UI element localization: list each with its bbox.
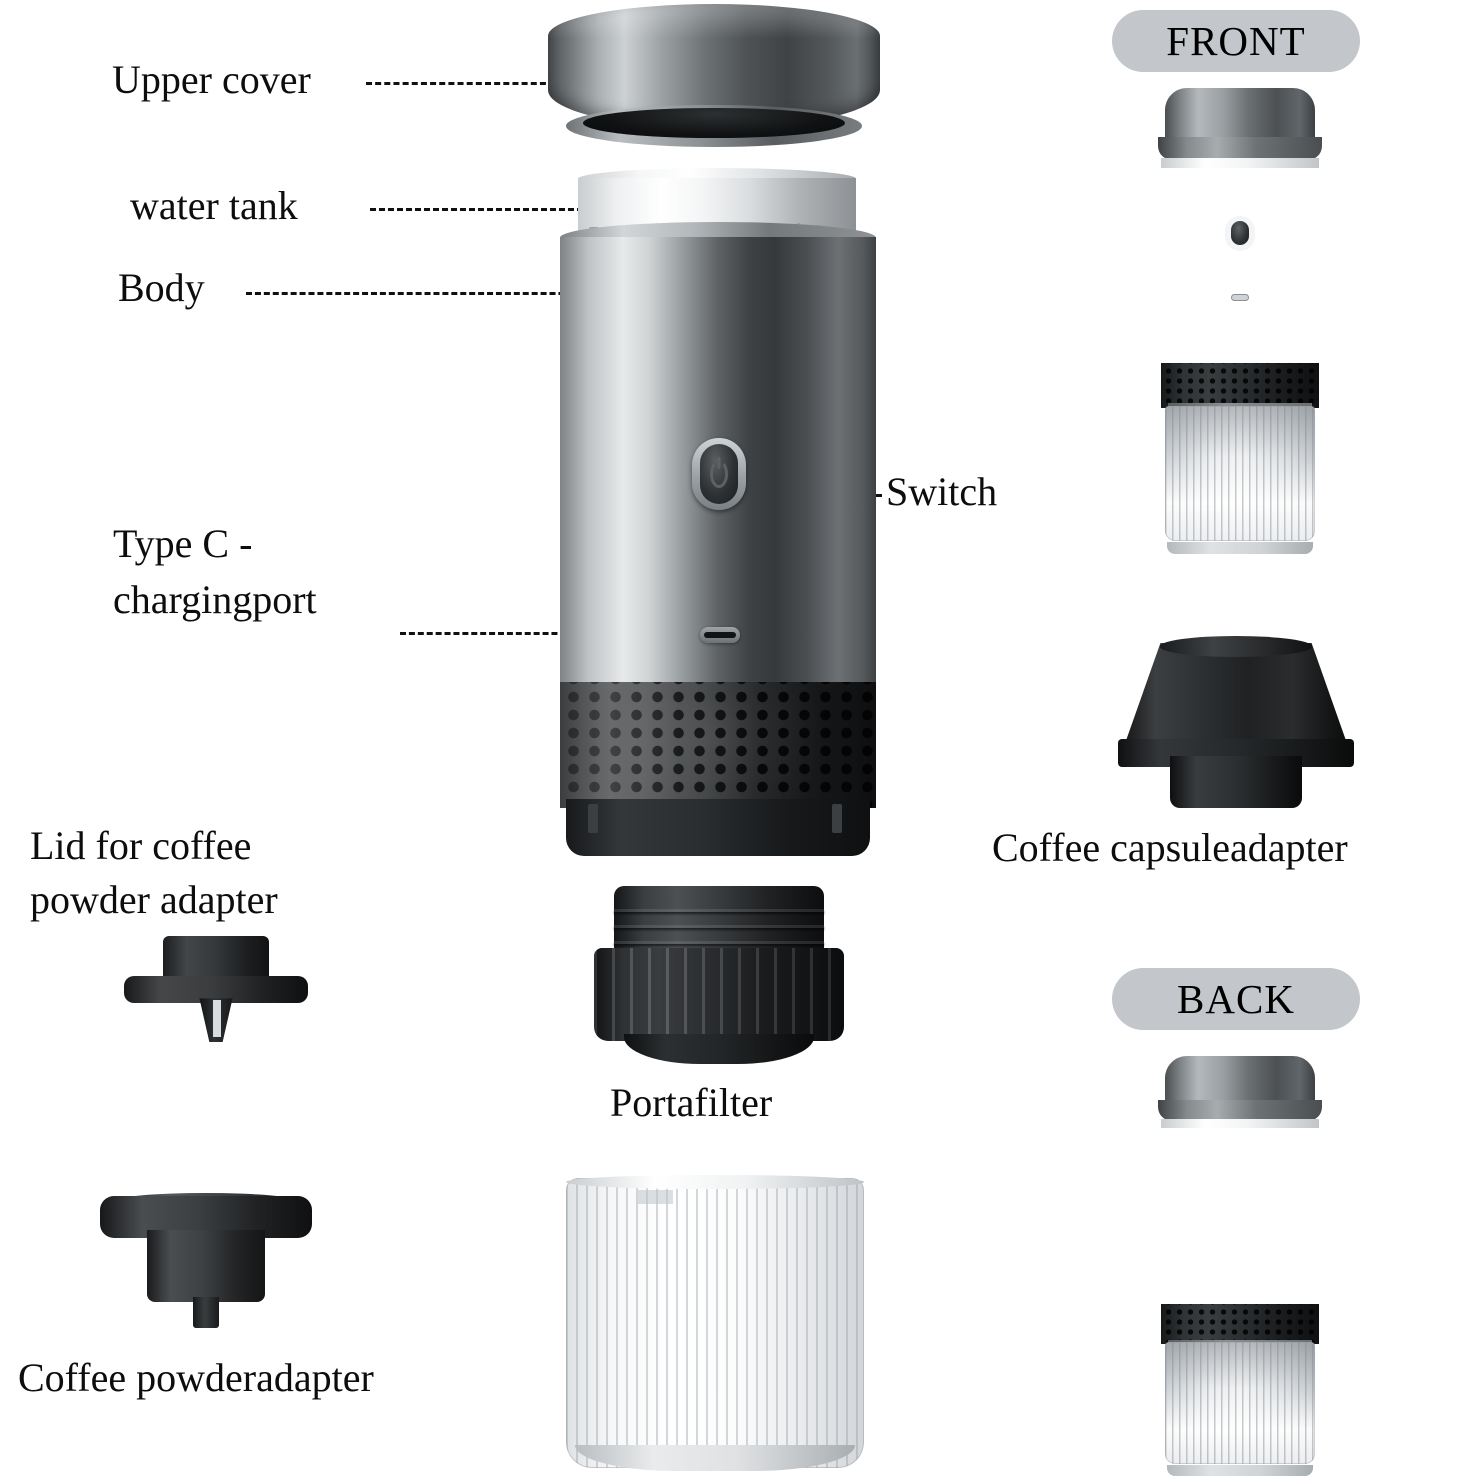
- portafilter-neck: [614, 886, 824, 957]
- usb-c-slot: [704, 631, 736, 639]
- front-device-dot-texture: [1161, 362, 1319, 408]
- capsule-adapter-stem: [1169, 756, 1303, 808]
- front-device-usb-c-port: [1230, 293, 1249, 301]
- leader-line-water-tank: [370, 208, 610, 211]
- power-switch-inner: [699, 443, 739, 505]
- badge-back-label: BACK: [1177, 976, 1295, 1022]
- coffee-capsule-adapter-part: [1118, 636, 1354, 808]
- label-water-tank: water tank: [130, 183, 298, 228]
- cup-highlight: [637, 1189, 674, 1205]
- front-device-white-ring: [1161, 157, 1319, 168]
- badge-back: BACK: [1112, 968, 1360, 1030]
- label-switch: Switch: [886, 469, 998, 514]
- leader-line-upper-cover: [366, 82, 610, 85]
- back-device-cap-flare: [1158, 1100, 1322, 1122]
- body-band-shading: [560, 681, 876, 809]
- back-device-glass-cup: [1165, 1342, 1315, 1465]
- lid-for-coffee-powder-adapter-part: [124, 936, 308, 1043]
- back-device-dot-texture: [1161, 1303, 1319, 1345]
- front-device-perforated-band: [1161, 362, 1319, 408]
- label-type-c-line1: Type C -: [113, 521, 253, 566]
- upper-cover-part: [548, 4, 880, 147]
- front-device-power-button[interactable]: [1225, 216, 1255, 251]
- back-device-barrel: [1161, 1126, 1318, 1307]
- usb-c-charging-port: [700, 627, 740, 643]
- lid-slit: [213, 1000, 221, 1037]
- front-device-glass-foot: [1167, 541, 1313, 554]
- power-icon: [710, 460, 728, 488]
- portafilter-part: [594, 886, 844, 1064]
- body-part: [560, 222, 876, 856]
- back-device-perforated-band: [1161, 1303, 1319, 1345]
- label-lid-line1: Lid for coffee: [30, 823, 252, 868]
- front-device-barrel: [1161, 165, 1318, 365]
- assembled-device-back-view: [1158, 1056, 1322, 1476]
- lid-dome: [162, 936, 270, 982]
- upper-cover-opening: [582, 107, 846, 139]
- portafilter-thread-2: [614, 924, 824, 928]
- cup-base: [574, 1444, 856, 1471]
- cup-lip: [566, 1174, 864, 1190]
- cup-wall: [566, 1178, 864, 1468]
- badge-front: FRONT: [1112, 10, 1360, 72]
- front-device-cap-flare: [1158, 136, 1322, 161]
- portafilter-thread-3: [614, 940, 824, 944]
- assembled-device-front-view: [1158, 88, 1322, 554]
- back-device-glass-foot: [1167, 1465, 1313, 1476]
- front-device-glass-cup: [1165, 405, 1315, 541]
- capsule-adapter-top: [1160, 636, 1312, 657]
- body-perforated-band: [560, 681, 876, 809]
- front-device-power-button-inner: [1230, 221, 1250, 246]
- portafilter-bottom: [624, 1033, 814, 1064]
- body-dot-texture: [560, 681, 876, 809]
- back-device-white-ring: [1161, 1119, 1319, 1128]
- label-type-c-line2: chargingport: [113, 577, 317, 622]
- ribbed-cup-part: [566, 1174, 864, 1471]
- label-upper-cover: Upper cover: [112, 57, 311, 102]
- label-lid-line2: powder adapter: [30, 877, 278, 922]
- leader-line-body: [246, 292, 618, 295]
- leader-line-type-c: [400, 632, 700, 635]
- portafilter-knurled-grip: [594, 947, 844, 1041]
- body-foot: [566, 798, 870, 856]
- label-coffee-powder-adapter: Coffee powderadapter: [18, 1355, 374, 1400]
- coffee-powder-adapter-part: [100, 1193, 312, 1336]
- label-body: Body: [118, 265, 205, 310]
- label-portafilter: Portafilter: [610, 1080, 773, 1125]
- label-coffee-capsule-adapter: Coffee capsuleadapter: [992, 825, 1348, 870]
- powder-adapter-spout: [193, 1296, 219, 1328]
- portafilter-thread-1: [614, 908, 824, 912]
- lid-flange: [124, 975, 308, 1003]
- powder-adapter-drum: [146, 1229, 266, 1303]
- power-switch-button[interactable]: [692, 438, 746, 510]
- badge-front-label: FRONT: [1166, 18, 1306, 64]
